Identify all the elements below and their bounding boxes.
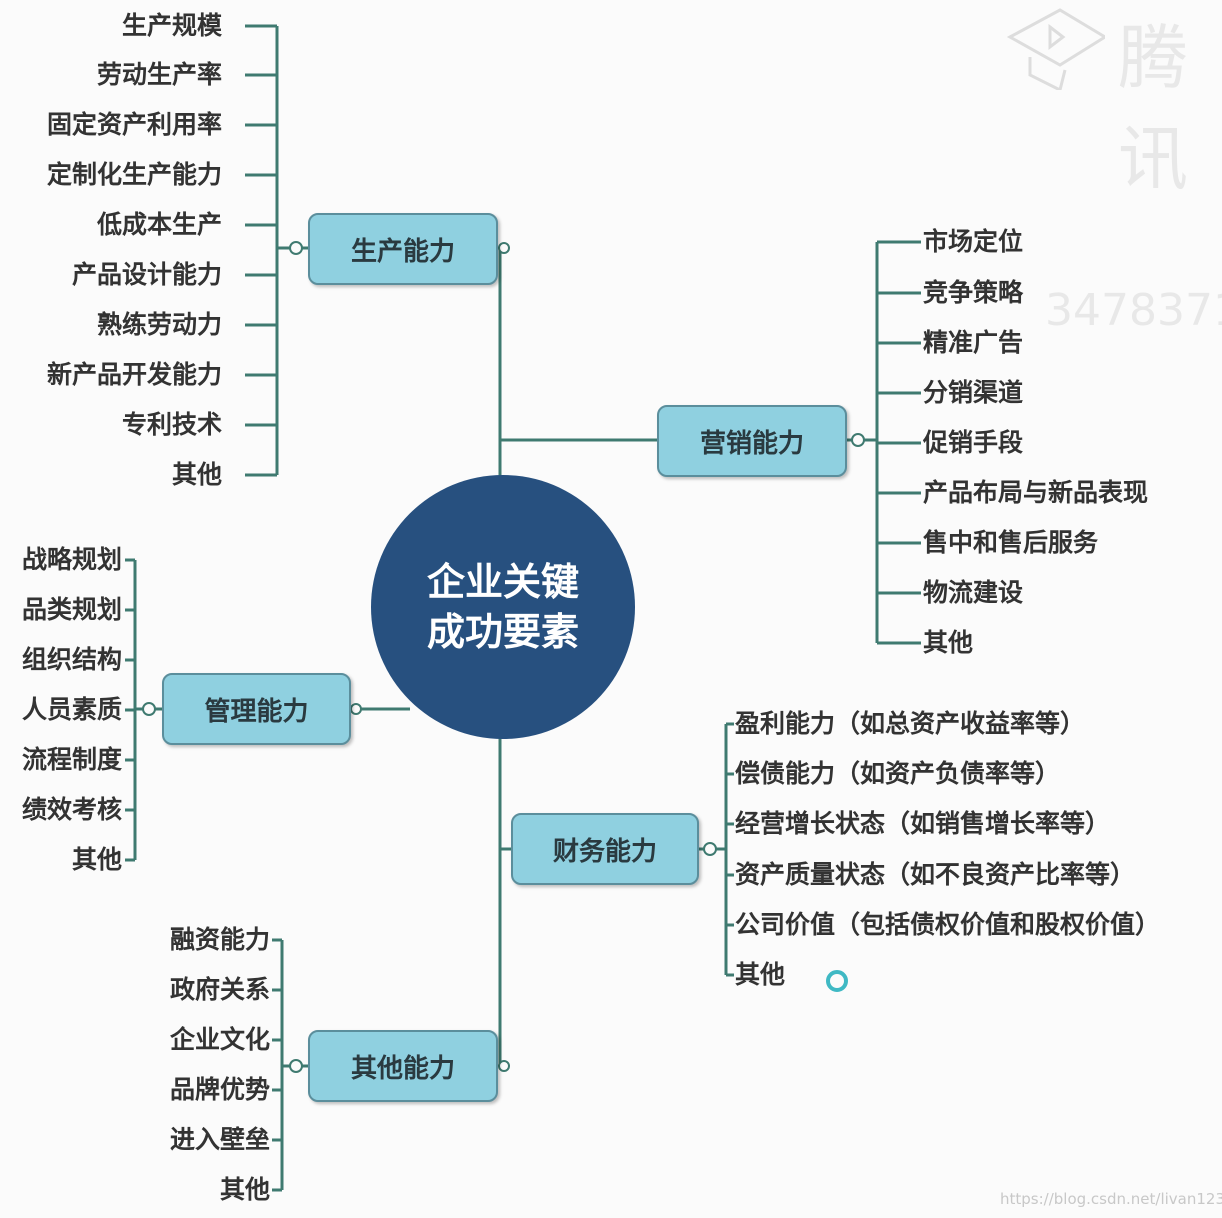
subtopic-management[interactable]: 其他 [71,845,122,874]
subtopic-management[interactable]: 流程制度 [21,745,122,774]
subtopic-management[interactable]: 绩效考核 [21,795,122,824]
subtopic-production[interactable]: 专利技术 [121,410,222,439]
subtopic-other[interactable]: 其他 [219,1175,270,1204]
subtopic-production[interactable]: 定制化生产能力 [46,160,222,189]
subtopic-marketing[interactable]: 分销渠道 [923,378,1024,407]
central-topic-line2: 成功要素 [426,610,579,654]
subtopic-marketing[interactable]: 其他 [923,628,974,657]
subtopic-production[interactable]: 熟练劳动力 [96,310,222,339]
subtopic-production[interactable]: 劳动生产率 [96,60,222,89]
node-management[interactable]: 管理能力 [162,673,351,745]
subtopic-marketing[interactable]: 促销手段 [923,428,1024,457]
cursor-ring-icon [826,970,848,992]
central-topic[interactable]: 企业关键 成功要素 [371,475,635,739]
subtopic-production[interactable]: 生产规模 [121,11,222,40]
subtopic-finance[interactable]: 资产质量状态（如不良资产比率等） [735,860,1136,889]
subtopic-finance[interactable]: 公司价值（包括债权价值和股权价值） [735,910,1161,939]
subtopic-finance[interactable]: 其他 [735,960,786,989]
subtopic-management[interactable]: 人员素质 [21,695,122,724]
watermark-number: 3478371 [1045,285,1222,336]
node-other[interactable]: 其他能力 [308,1030,498,1102]
watermark-logo-text: 腾讯 [1118,17,1188,200]
subtopic-marketing[interactable]: 市场定位 [923,227,1024,256]
subtopic-other[interactable]: 进入壁垒 [169,1125,270,1154]
subtopic-other[interactable]: 融资能力 [169,925,270,954]
subtopic-other[interactable]: 品牌优势 [169,1075,270,1104]
subtopic-other[interactable]: 企业文化 [169,1025,270,1054]
subtopic-management[interactable]: 战略规划 [21,545,122,574]
tencent-logo-icon [1005,5,1108,94]
subtopic-production[interactable]: 新产品开发能力 [46,360,222,389]
subtopic-production[interactable]: 其他 [171,460,222,489]
node-finance[interactable]: 财务能力 [511,813,699,885]
subtopic-marketing[interactable]: 竞争策略 [923,278,1024,307]
subtopic-marketing[interactable]: 物流建设 [923,578,1024,607]
node-marketing[interactable]: 营销能力 [657,405,847,477]
subtopic-finance[interactable]: 经营增长状态（如销售增长率等） [735,809,1111,838]
subtopic-marketing[interactable]: 产品布局与新品表现 [923,478,1149,507]
subtopic-management[interactable]: 组织结构 [21,645,122,674]
subtopic-production[interactable]: 产品设计能力 [71,260,222,289]
subtopic-finance[interactable]: 偿债能力（如资产负债率等） [735,759,1061,788]
subtopic-finance[interactable]: 盈利能力（如总资产收益率等） [735,709,1086,738]
subtopic-production[interactable]: 固定资产利用率 [46,110,222,139]
subtopic-management[interactable]: 品类规划 [21,595,122,624]
subtopic-other[interactable]: 政府关系 [169,975,270,1004]
subtopic-production[interactable]: 低成本生产 [96,210,222,239]
subtopic-marketing[interactable]: 售中和售后服务 [923,528,1099,557]
watermark-url: https://blog.csdn.net/livan1234 [1000,1190,1222,1208]
subtopic-marketing[interactable]: 精准广告 [923,328,1024,357]
central-topic-line1: 企业关键 [426,560,579,604]
node-production[interactable]: 生产能力 [308,213,498,285]
